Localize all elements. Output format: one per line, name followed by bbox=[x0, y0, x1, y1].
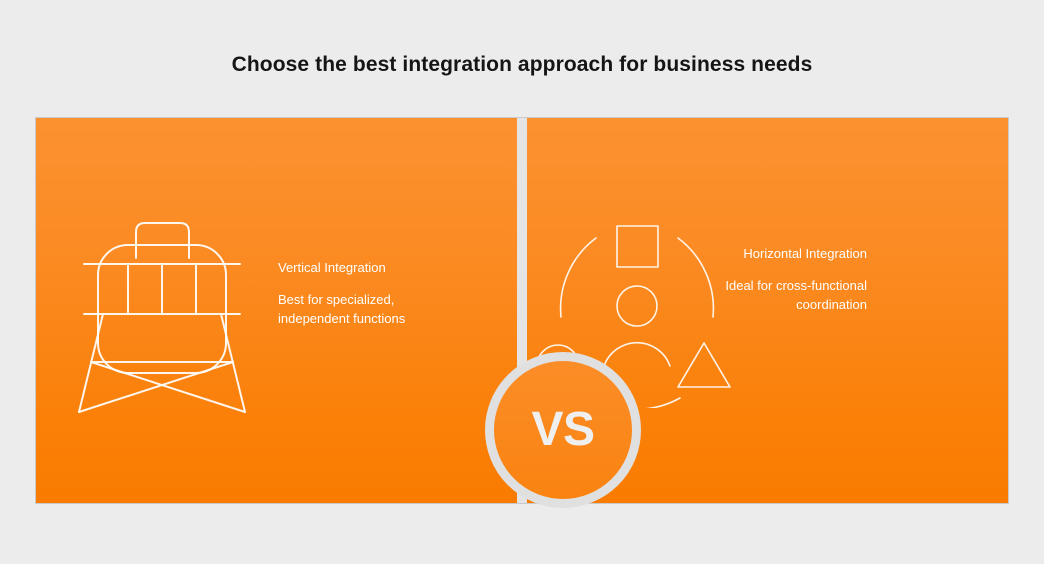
panel-horizontal-integration[interactable]: Horizontal Integration Ideal for cross-f… bbox=[527, 118, 1008, 503]
right-text-block: Horizontal Integration Ideal for cross-f… bbox=[717, 244, 867, 314]
left-heading: Vertical Integration bbox=[278, 260, 386, 275]
vs-badge: VS bbox=[485, 352, 641, 508]
page-title: Choose the best integration approach for… bbox=[231, 53, 813, 76]
right-description: Ideal for cross-functional coordination bbox=[725, 278, 867, 312]
vs-label: VS bbox=[531, 403, 595, 456]
panel-divider bbox=[517, 118, 527, 503]
left-text-block: Vertical Integration Best for specialize… bbox=[278, 258, 428, 328]
vertical-stack-tower-icon bbox=[76, 210, 256, 425]
panel-vertical-integration[interactable]: Vertical Integration Best for specialize… bbox=[36, 118, 517, 503]
right-heading: Horizontal Integration bbox=[743, 246, 867, 261]
left-description: Best for specialized, independent functi… bbox=[278, 292, 406, 326]
comparison-board: Vertical Integration Best for specialize… bbox=[36, 118, 1008, 508]
